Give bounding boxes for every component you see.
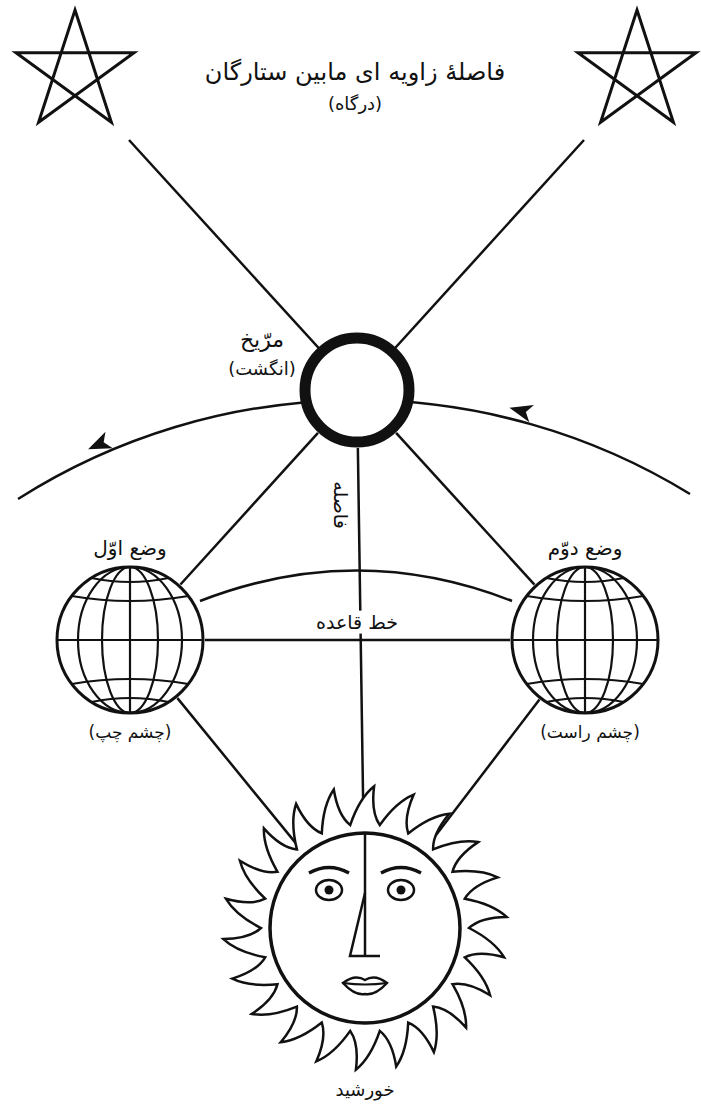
connector-line xyxy=(358,448,364,833)
label-holder: وضع دوّم xyxy=(548,536,623,560)
earth-node: وضع دوّم(چشم راست) xyxy=(510,565,660,715)
node-outline xyxy=(55,565,205,715)
connector-line xyxy=(177,698,305,854)
planet-node: مرّیخ(انگشت) xyxy=(299,332,415,448)
sun-node: خورشید xyxy=(220,783,510,1073)
orbit-arrowhead xyxy=(507,399,534,422)
label-holder: (چشم چپ) xyxy=(89,722,172,742)
unit-note: (درگاه) xyxy=(328,93,382,115)
star-symbol xyxy=(578,10,696,122)
label-holder: فاصله xyxy=(330,478,353,531)
edge-label: فاصله xyxy=(330,478,353,531)
connector-line xyxy=(205,639,510,642)
node-title: مرّیخ xyxy=(240,327,284,353)
label-holder: (درگاه) xyxy=(328,93,382,115)
orbit-arrowhead xyxy=(84,432,112,458)
connector-line xyxy=(396,433,534,585)
label-holder: وضع اوّل xyxy=(93,536,166,560)
node-outline xyxy=(299,332,415,448)
mars-ring xyxy=(305,338,409,442)
node-title: وضع اوّل xyxy=(93,536,166,560)
node-outline xyxy=(220,783,510,1073)
edge-label: خط قاعده xyxy=(313,611,401,634)
earth-node: وضع اوّل(چشم چپ) xyxy=(55,565,205,715)
node-title: خورشید xyxy=(335,1079,394,1101)
earth-orbit xyxy=(200,571,512,602)
node-note: (انگشت) xyxy=(228,358,296,380)
star-symbol xyxy=(16,10,134,122)
label-holder: (انگشت) xyxy=(228,358,296,380)
connector-line xyxy=(423,700,540,853)
connector-line xyxy=(180,433,318,585)
label-holder: مرّیخ xyxy=(240,327,284,353)
node-outline xyxy=(510,565,660,715)
label-holder: خط قاعده xyxy=(313,611,401,634)
label-holder: خورشید xyxy=(335,1079,394,1101)
earth-globe xyxy=(57,567,203,713)
node-title: وضع دوّم xyxy=(548,536,623,560)
title-note: فاصلهٔ زاویه ای مابین ستارگان xyxy=(205,58,505,87)
earth-globe xyxy=(512,567,658,713)
node-note: (چشم چپ) xyxy=(89,722,172,742)
label-holder: فاصلهٔ زاویه ای مابین ستارگان xyxy=(205,58,505,87)
label-holder: (چشم راست) xyxy=(540,722,640,742)
sun-face xyxy=(223,786,506,1069)
node-note: (چشم راست) xyxy=(540,722,640,742)
